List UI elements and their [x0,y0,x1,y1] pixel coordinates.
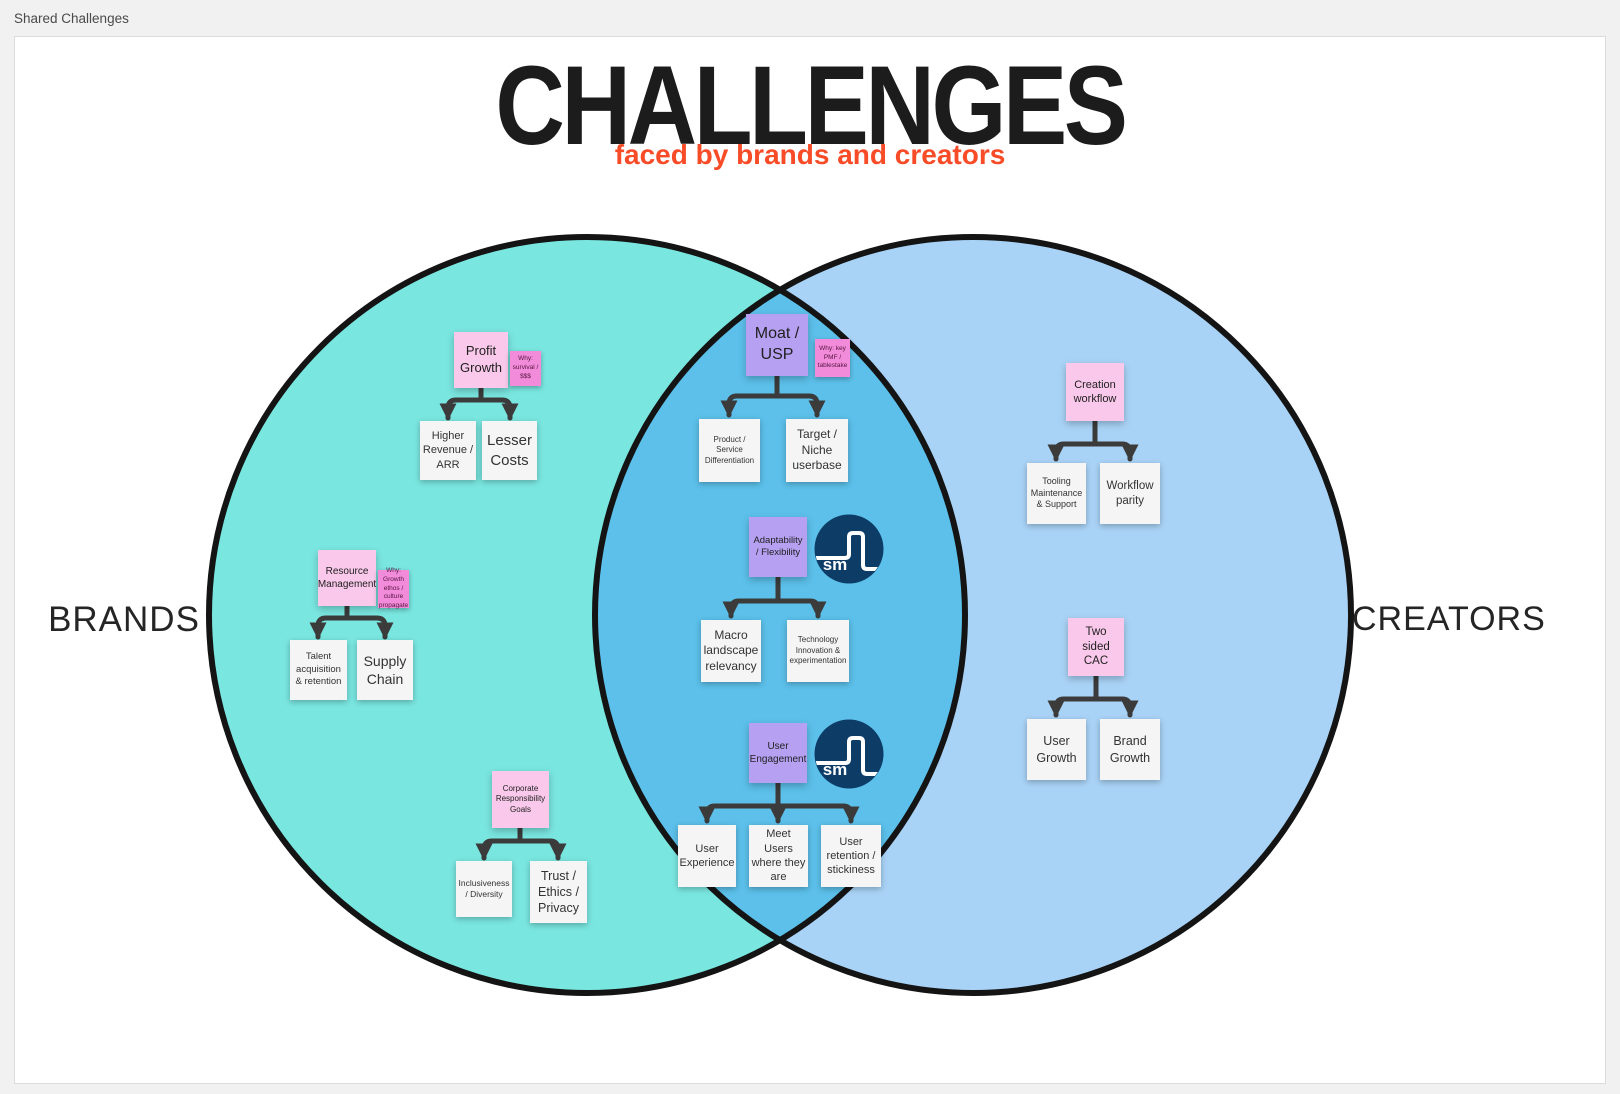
arrow-adaptability [722,573,827,619]
card-supply-chain[interactable]: Supply Chain [357,640,413,700]
brands-circle-outline [206,234,968,996]
board-name-label: Shared Challenges [14,11,129,26]
sticky-note-resource-management[interactable]: Resource Management [318,550,376,606]
sticky-note-user-engagement[interactable]: User Engagement [749,723,807,783]
connector-arrows [309,372,1139,861]
card-user-experience[interactable]: User Experience [678,825,736,887]
svg-text:sm: sm [823,555,848,574]
creators-circle-outline [592,234,1354,996]
card-trust-ethics-privacy[interactable]: Trust / Ethics / Privacy [530,861,587,923]
page-title: CHALLENGES [495,43,1128,168]
card-talent-acquisition[interactable]: Talent acquisition & retention [290,640,347,700]
svg-text:sm: sm [823,760,848,779]
arrow-two-sided-cac [1047,672,1139,718]
page-subtitle: faced by brands and creators [614,139,1006,170]
sticky-note-profit-growth[interactable]: Profit Growth [454,332,508,388]
sticky-note-why-survival[interactable]: Why: survival / $$$ [510,351,541,386]
card-brand-growth[interactable]: Brand Growth [1100,719,1160,780]
sticky-note-moat-usp[interactable]: Moat / USP [746,314,808,376]
arrow-corporate-responsibility [475,824,567,861]
brands-label: BRANDS [48,600,200,639]
sticky-note-why-growth-ethos[interactable]: Why: Growth ethos / culture propagate [378,567,409,610]
sticky-note-creation-workflow[interactable]: Creation workflow [1066,363,1124,421]
card-lesser-costs[interactable]: Lesser Costs [482,421,537,480]
creators-label: CREATORS [1352,600,1546,638]
card-inclusiveness-diversity[interactable]: Inclusiveness / Diversity [456,861,512,917]
arrow-user-engagement [698,779,860,824]
sticky-note-adaptability-flexibility[interactable]: Adaptability / Flexibility [749,517,807,577]
card-product-service-differentiation[interactable]: Product / Service Differentiation [699,419,760,482]
sticky-note-corporate-responsibility[interactable]: Corporate Responsibility Goals [492,771,549,828]
card-macro-landscape-relevancy[interactable]: Macro landscape relevancy [701,620,761,682]
arrow-resource-management [309,602,394,640]
arrow-profit-growth [439,385,519,421]
card-tooling-maintenance-support[interactable]: Tooling Maintenance & Support [1027,463,1086,524]
card-higher-revenue[interactable]: Higher Revenue / ARR [420,421,476,480]
card-meet-users-where-they-are[interactable]: Meet Users where they are [749,825,808,887]
card-user-growth[interactable]: User Growth [1027,719,1086,780]
sm-logo-icon: sm [814,719,884,789]
sticky-note-two-sided-cac[interactable]: Two sided CAC [1068,618,1124,676]
sm-logo-icon: sm [814,514,884,584]
card-target-niche-userbase[interactable]: Target / Niche userbase [786,419,848,482]
arrow-moat-usp [720,372,826,418]
arrow-creation-workflow [1047,417,1139,462]
sticky-note-why-key-pmf[interactable]: Why: key PMF / tablestake [815,339,850,377]
card-workflow-parity[interactable]: Workflow parity [1100,463,1160,524]
card-user-retention-stickiness[interactable]: User retention / stickiness [821,825,881,887]
card-technology-innovation[interactable]: Technology Innovation & experimentation [787,620,849,682]
